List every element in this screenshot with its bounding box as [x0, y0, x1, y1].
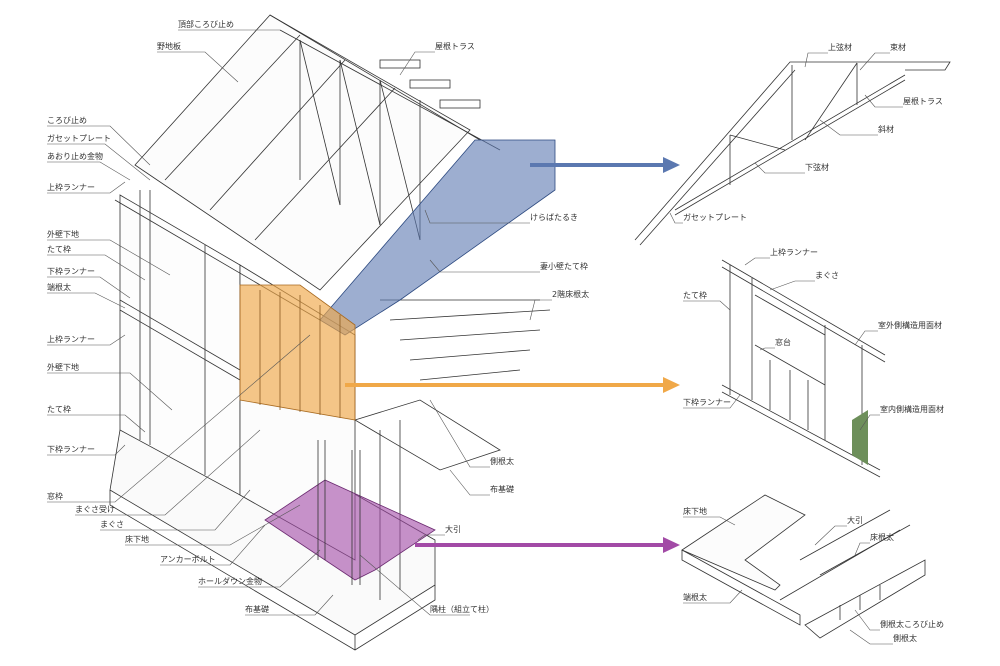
- label-side-joist-blocking: 側根太ころび止め: [880, 620, 944, 629]
- corner-columns: [317, 440, 361, 585]
- label-wall-top-runner: 上枠ランナー: [770, 248, 818, 257]
- gable-wall-highlight: [239, 284, 356, 421]
- wall-detail-drawing: [721, 259, 886, 478]
- arrow-to-wall-detail: [345, 377, 680, 393]
- label-girder: 大引: [445, 525, 461, 534]
- label-bottom-runner: 下枠ランナー: [47, 267, 95, 276]
- label-corner-column: 隅柱（組立て柱）: [430, 605, 494, 614]
- label-stud: たて枠: [47, 245, 71, 254]
- label-header: まぐさ: [100, 520, 124, 529]
- label-floor-joist: 床根太: [870, 533, 894, 542]
- arrow-to-floor-detail: [415, 537, 680, 553]
- label-floor-rim-joist: 端根太: [683, 593, 707, 602]
- floor-highlight: [264, 479, 436, 581]
- label-ridge-blocking: 頂部ころび止め: [178, 20, 234, 29]
- label-strip-foundation-right: 布基礎: [490, 485, 514, 494]
- label-truss-detail-roof-truss: 屋根トラス: [903, 97, 943, 106]
- label-exterior-structural-panel: 室外側構造用面材: [878, 321, 942, 330]
- label-roof-truss: 屋根トラス: [435, 42, 475, 51]
- label-roof-sheathing: 野地板: [157, 42, 181, 51]
- label-floor-girder: 大引: [847, 516, 863, 525]
- label-gusset-plate: ガセットプレート: [47, 134, 111, 143]
- label-anchor-bolt: アンカーボルト: [160, 555, 216, 564]
- arrow-to-truss-detail: [530, 157, 680, 173]
- label-interior-structural-panel: 室内側構造用面材: [880, 405, 944, 414]
- label-floor-subfloor: 床下地: [683, 507, 707, 516]
- exterior-walls: [119, 190, 356, 561]
- label-subfloor: 床下地: [125, 535, 149, 544]
- label-gable-stud: 妻小壁たて枠: [540, 262, 588, 271]
- label-gable-rafter: けらばたるき: [530, 213, 578, 222]
- label-wall-stud: たて枠: [683, 291, 707, 300]
- label-vertical-web: 束材: [890, 43, 906, 52]
- label-exterior-sheathing-1f: 外壁下地: [47, 363, 79, 372]
- label-top-runner: 上枠ランナー: [47, 183, 95, 192]
- label-diagonal-web: 斜材: [878, 125, 894, 134]
- leader-lines: [47, 29, 903, 645]
- label-window-sill: 窓台: [775, 338, 791, 347]
- label-top-chord: 上弦材: [828, 43, 852, 52]
- label-window-frame: 窓枠: [47, 492, 63, 501]
- label-blocking: ころび止め: [47, 116, 87, 125]
- label-top-runner-1f: 上枠ランナー: [47, 335, 95, 344]
- label-hurricane-tie: あおり止め金物: [47, 152, 103, 161]
- label-strip-foundation: 布基礎: [245, 605, 269, 614]
- label-hold-down: ホールダウン金物: [198, 577, 262, 586]
- floor-detail-drawing: [681, 494, 926, 639]
- label-wall-bottom-runner: 下枠ランナー: [683, 398, 731, 407]
- label-truss-gusset-plate: ガセットプレート: [683, 213, 747, 222]
- truss-detail-drawing: [634, 61, 951, 246]
- label-rim-joist: 端根太: [47, 283, 71, 292]
- label-floor-side-joist: 側根太: [893, 634, 917, 643]
- label-exterior-sheathing: 外壁下地: [47, 230, 79, 239]
- label-header-support: まぐさ受け: [75, 505, 115, 514]
- label-stud-1f: たて枠: [47, 405, 71, 414]
- label-bottom-chord: 下弦材: [805, 163, 829, 172]
- label-bottom-runner-1f: 下枠ランナー: [47, 445, 95, 454]
- label-wall-header: まぐさ: [815, 271, 839, 280]
- label-2f-floor-joist: 2階床根太: [552, 290, 590, 299]
- label-side-joist: 側根太: [490, 457, 514, 466]
- gable-wall-studs: [259, 290, 341, 418]
